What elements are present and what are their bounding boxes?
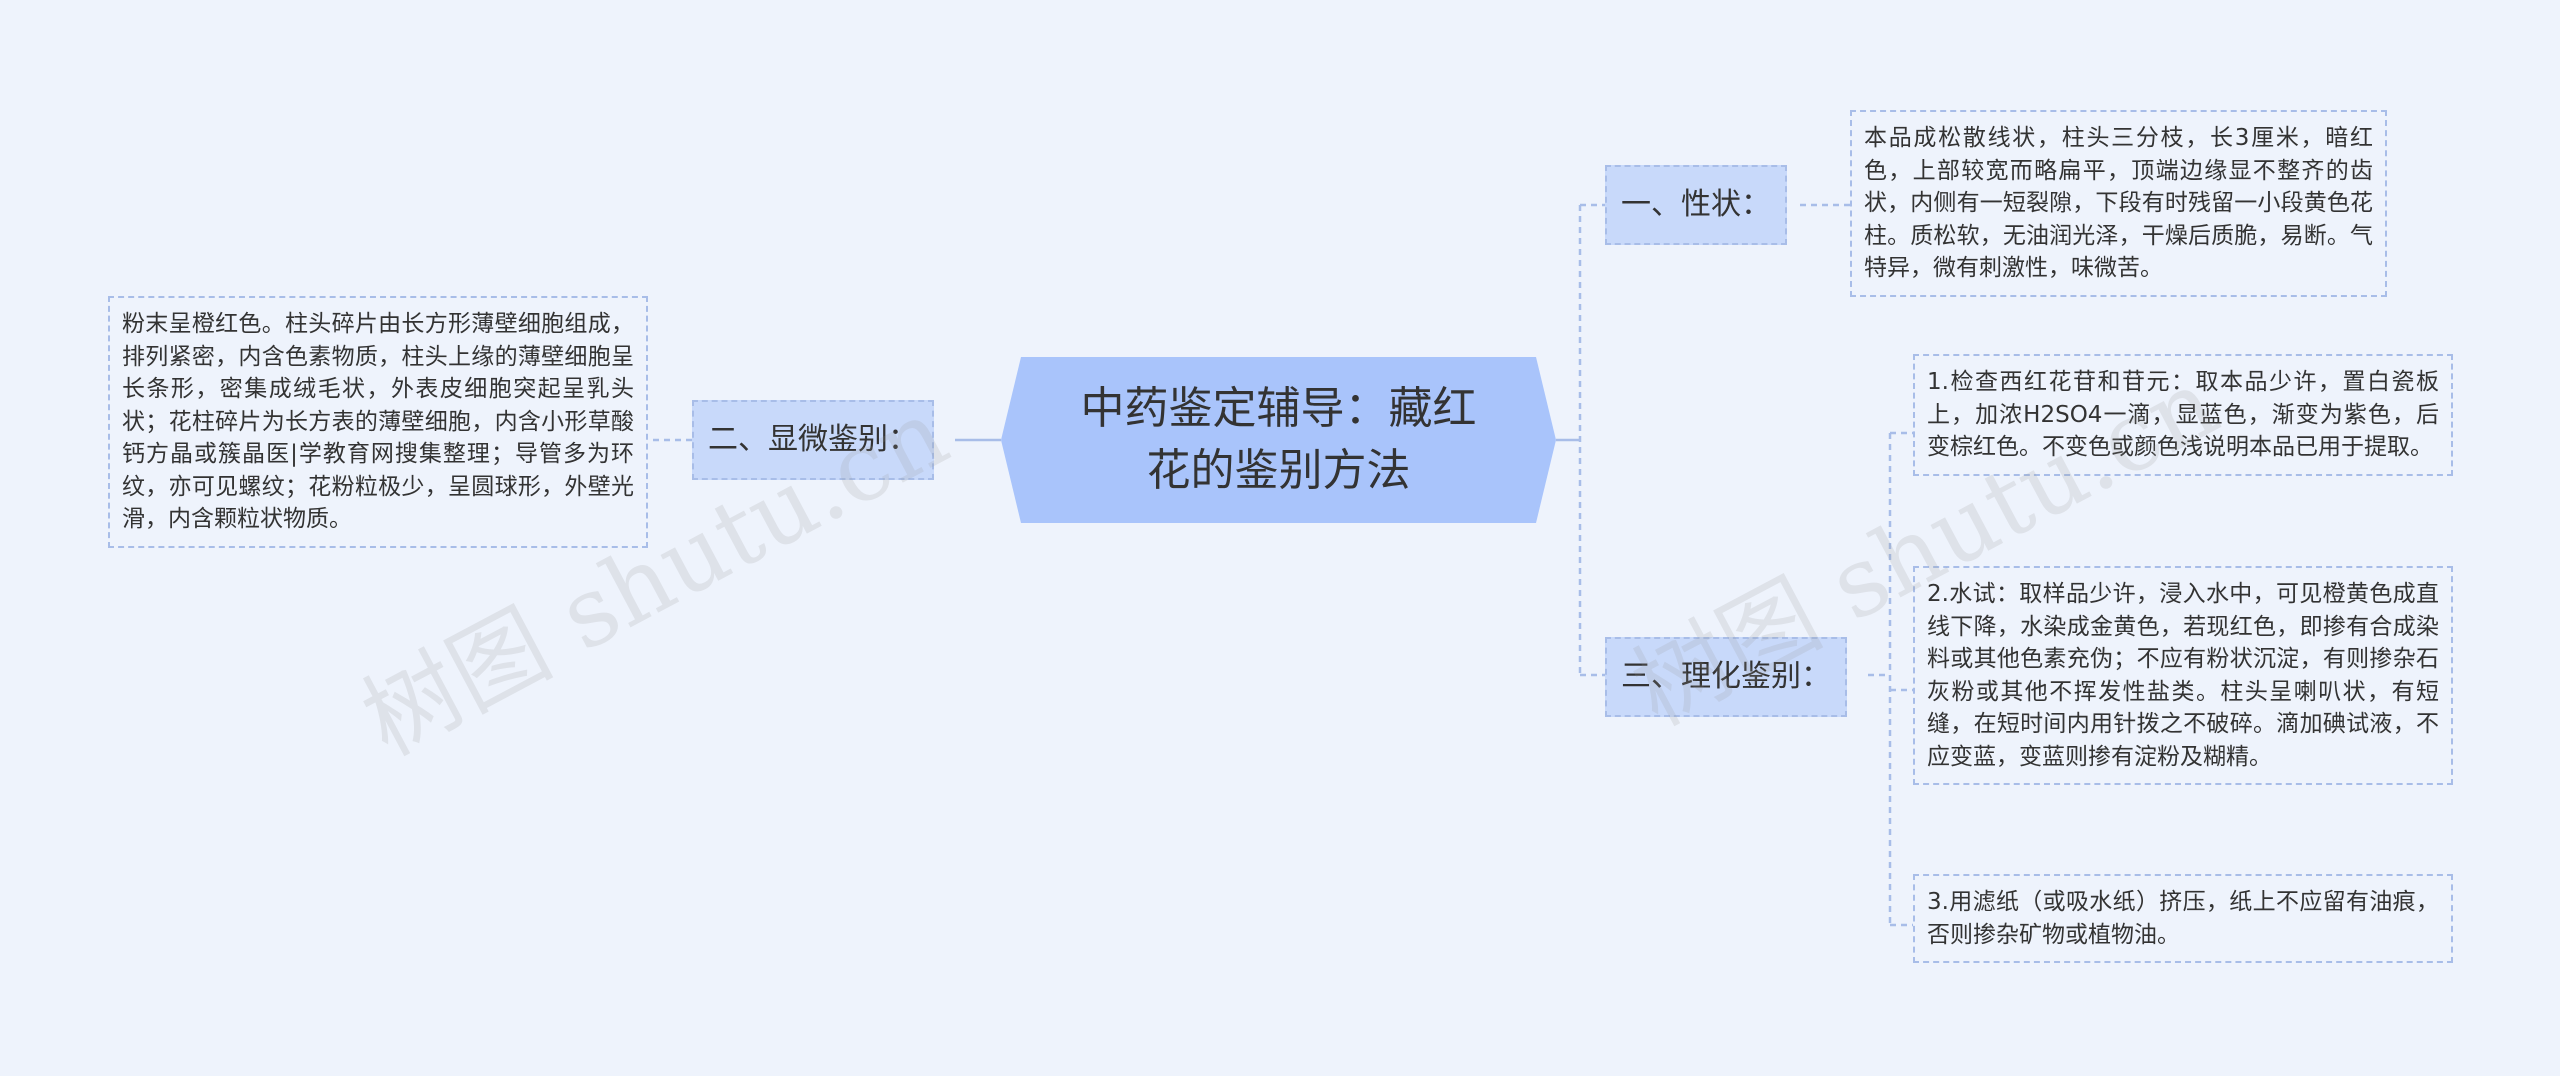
leaf-lihua-2-text: 2.水试：取样品少许，浸入水中，可见橙黄色成直线下降，水染成金黄色，若现红色，即…: [1927, 581, 2439, 770]
branch-lihua-label: 三、理化鉴别：: [1621, 659, 1831, 694]
central-topic[interactable]: 中药鉴定辅导：藏红花的鉴别方法: [1001, 357, 1556, 523]
branch-xingzhuang-label: 一、性状：: [1621, 187, 1771, 222]
leaf-lihua-3[interactable]: 3.用滤纸（或吸水纸）挤压，纸上不应留有油痕，否则掺杂矿物或植物油。: [1913, 874, 2453, 963]
branch-lihua[interactable]: 三、理化鉴别：: [1605, 637, 1847, 717]
leaf-lihua-2[interactable]: 2.水试：取样品少许，浸入水中，可见橙黄色成直线下降，水染成金黄色，若现红色，即…: [1913, 566, 2453, 785]
leaf-lihua-1[interactable]: 1.检查西红花苷和苷元：取本品少许，置白瓷板上，加浓H2SO4一滴，显蓝色，渐变…: [1913, 354, 2453, 476]
branch-xingzhuang[interactable]: 一、性状：: [1605, 165, 1787, 245]
leaf-xingzhuang-1[interactable]: 本品成松散线状，柱头三分枝，长3厘米，暗红色，上部较宽而略扁平，顶端边缘显不整齐…: [1850, 110, 2387, 297]
branch-xianwei-label: 二、显微鉴别：: [708, 422, 918, 457]
leaf-xianwei-1-text: 粉末呈橙红色。柱头碎片由长方形薄壁细胞组成，排列紧密，内含色素物质，柱头上缘的薄…: [122, 311, 634, 532]
leaf-xianwei-1[interactable]: 粉末呈橙红色。柱头碎片由长方形薄壁细胞组成，排列紧密，内含色素物质，柱头上缘的薄…: [108, 296, 648, 548]
branch-xianwei[interactable]: 二、显微鉴别：: [692, 400, 934, 480]
leaf-xingzhuang-1-text: 本品成松散线状，柱头三分枝，长3厘米，暗红色，上部较宽而略扁平，顶端边缘显不整齐…: [1864, 125, 2373, 281]
central-topic-title: 中药鉴定辅导：藏红花的鉴别方法: [1080, 383, 1477, 496]
leaf-lihua-3-text: 3.用滤纸（或吸水纸）挤压，纸上不应留有油痕，否则掺杂矿物或植物油。: [1927, 889, 2439, 948]
leaf-lihua-1-text: 1.检查西红花苷和苷元：取本品少许，置白瓷板上，加浓H2SO4一滴，显蓝色，渐变…: [1927, 369, 2439, 460]
central-topic-shape: [1001, 357, 1556, 523]
